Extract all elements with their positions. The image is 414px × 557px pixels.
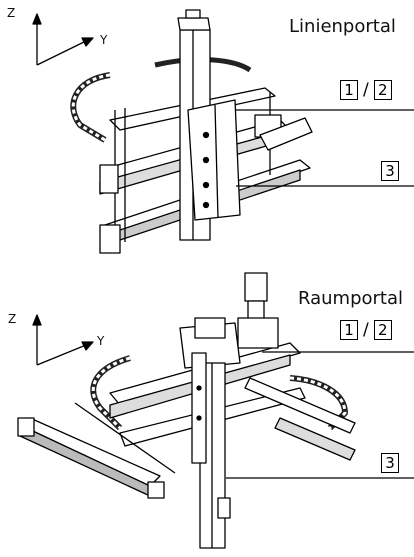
linear-gantry-illustration (32, 9, 414, 254)
callout-1-2: 1 / 2 (340, 320, 392, 340)
raumportal-diagram: Z Y Raumportal 1 / 2 3 (0, 268, 414, 557)
callout-label: 1 (340, 320, 358, 340)
callout-separator: / (363, 80, 369, 100)
callout-1-2: 1 / 2 (340, 80, 392, 100)
callout-label: 1 (340, 80, 358, 100)
callout-3: 3 (381, 453, 399, 473)
z-axis-label: Z (8, 312, 17, 326)
linienportal-diagram: Z Y Linienportal 1 / 2 3 (0, 0, 414, 278)
diagram-title: Linienportal (289, 16, 396, 37)
callout-label: 2 (373, 80, 392, 100)
callout-separator: / (363, 320, 369, 340)
y-axis-label: Y (100, 33, 108, 47)
axis-arrows (32, 314, 94, 366)
diagram-title: Raumportal (298, 288, 404, 309)
z-axis-label: Z (7, 6, 16, 20)
y-axis-label: Y (97, 334, 105, 348)
callout-3: 3 (381, 161, 399, 181)
axis-arrows (32, 13, 94, 66)
area-gantry-illustration (17, 272, 414, 549)
callout-label: 3 (381, 453, 399, 473)
callout-label: 2 (373, 320, 392, 340)
callout-label: 3 (381, 161, 399, 181)
